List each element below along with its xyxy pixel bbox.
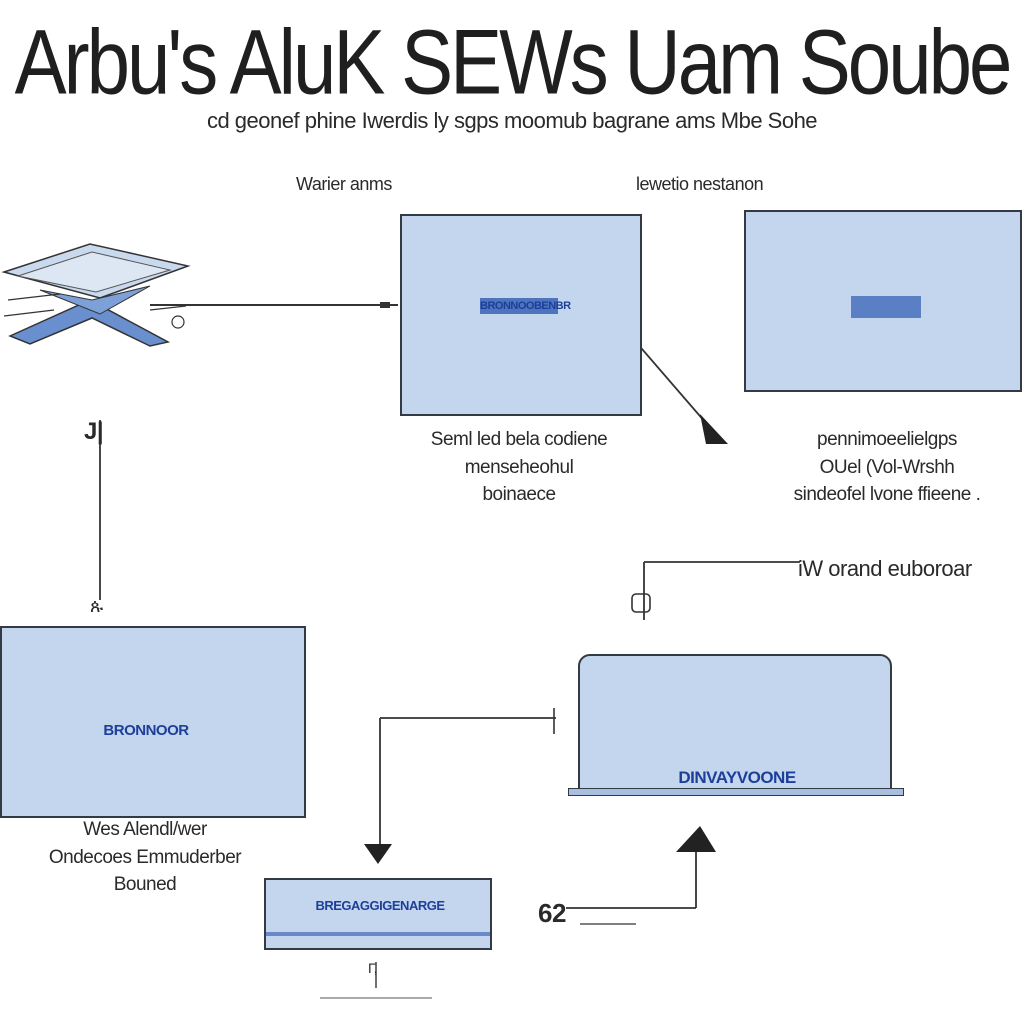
- caption-bottom-left: Wes Alendl/wer Ondecoes Emmuderber Boune…: [0, 816, 290, 899]
- side-tag-bottom: ጱ: [90, 596, 103, 616]
- column-label-right: lewetio nestanon: [636, 174, 764, 194]
- caption-top-right: pennimoeelielgps OUel (Vol-Wrshh sindeof…: [752, 426, 1022, 509]
- screen-bottom-left: BRONNOOR: [0, 626, 306, 818]
- bottom-tiny-label: Γ,: [368, 960, 378, 976]
- laptop-device-icon: [1, 243, 191, 347]
- screen-top-right: [744, 210, 1022, 392]
- caption-top-center-line1: Seml led bela codiene: [430, 429, 608, 450]
- screen-bottom-small-label: BREGAGGIGENARGE: [315, 898, 445, 913]
- caption-top-center-line3: boinaece: [482, 484, 556, 506]
- screen-top-center-label: BRONNOOBENBR: [480, 300, 571, 312]
- screen-bottom-left-label: BRONNOOR: [103, 722, 189, 739]
- right-link-label: iW orand euboroar: [798, 556, 972, 581]
- screen-bottom-small: BREGAGGIGENARGE: [264, 878, 492, 950]
- column-label-left: Warier anms: [296, 174, 392, 194]
- caption-top-center: Seml led bela codiene menseheohul boinae…: [390, 426, 648, 509]
- screen-top-center: BRONNOOBENBR: [400, 214, 642, 416]
- screen-top-center-label-bar: [480, 298, 558, 314]
- caption-top-right-line1: pennimoeelielgps: [817, 429, 957, 450]
- bottom-number: 62: [538, 898, 566, 928]
- screen-bottom-right: DINVAYVOONE: [578, 654, 892, 790]
- caption-bottom-left-line1: Wes Alendl/wer: [83, 819, 207, 840]
- caption-bottom-left-line3: Bouned: [113, 874, 177, 896]
- caption-top-right-line2: OUel (Vol-Wrshh: [819, 456, 955, 478]
- diagram-title: Arbu's AluK SEWs Uam Soube: [14, 9, 1013, 114]
- screen-bottom-small-stripe: [266, 932, 490, 936]
- laptop-base: [568, 788, 904, 796]
- caption-top-center-line2: menseheohul: [464, 456, 574, 478]
- diagram-subtitle: cd geonef phine Iwerdis ly sgps moomub b…: [206, 108, 818, 133]
- screen-top-right-bar: [851, 296, 921, 318]
- side-tag-top: J|: [84, 418, 104, 445]
- screen-bottom-right-label: DINVAYVOONE: [678, 768, 796, 787]
- caption-bottom-left-line2: Ondecoes Emmuderber: [48, 846, 242, 868]
- caption-top-right-line3: sindeofel lvone ffieene .: [793, 484, 981, 506]
